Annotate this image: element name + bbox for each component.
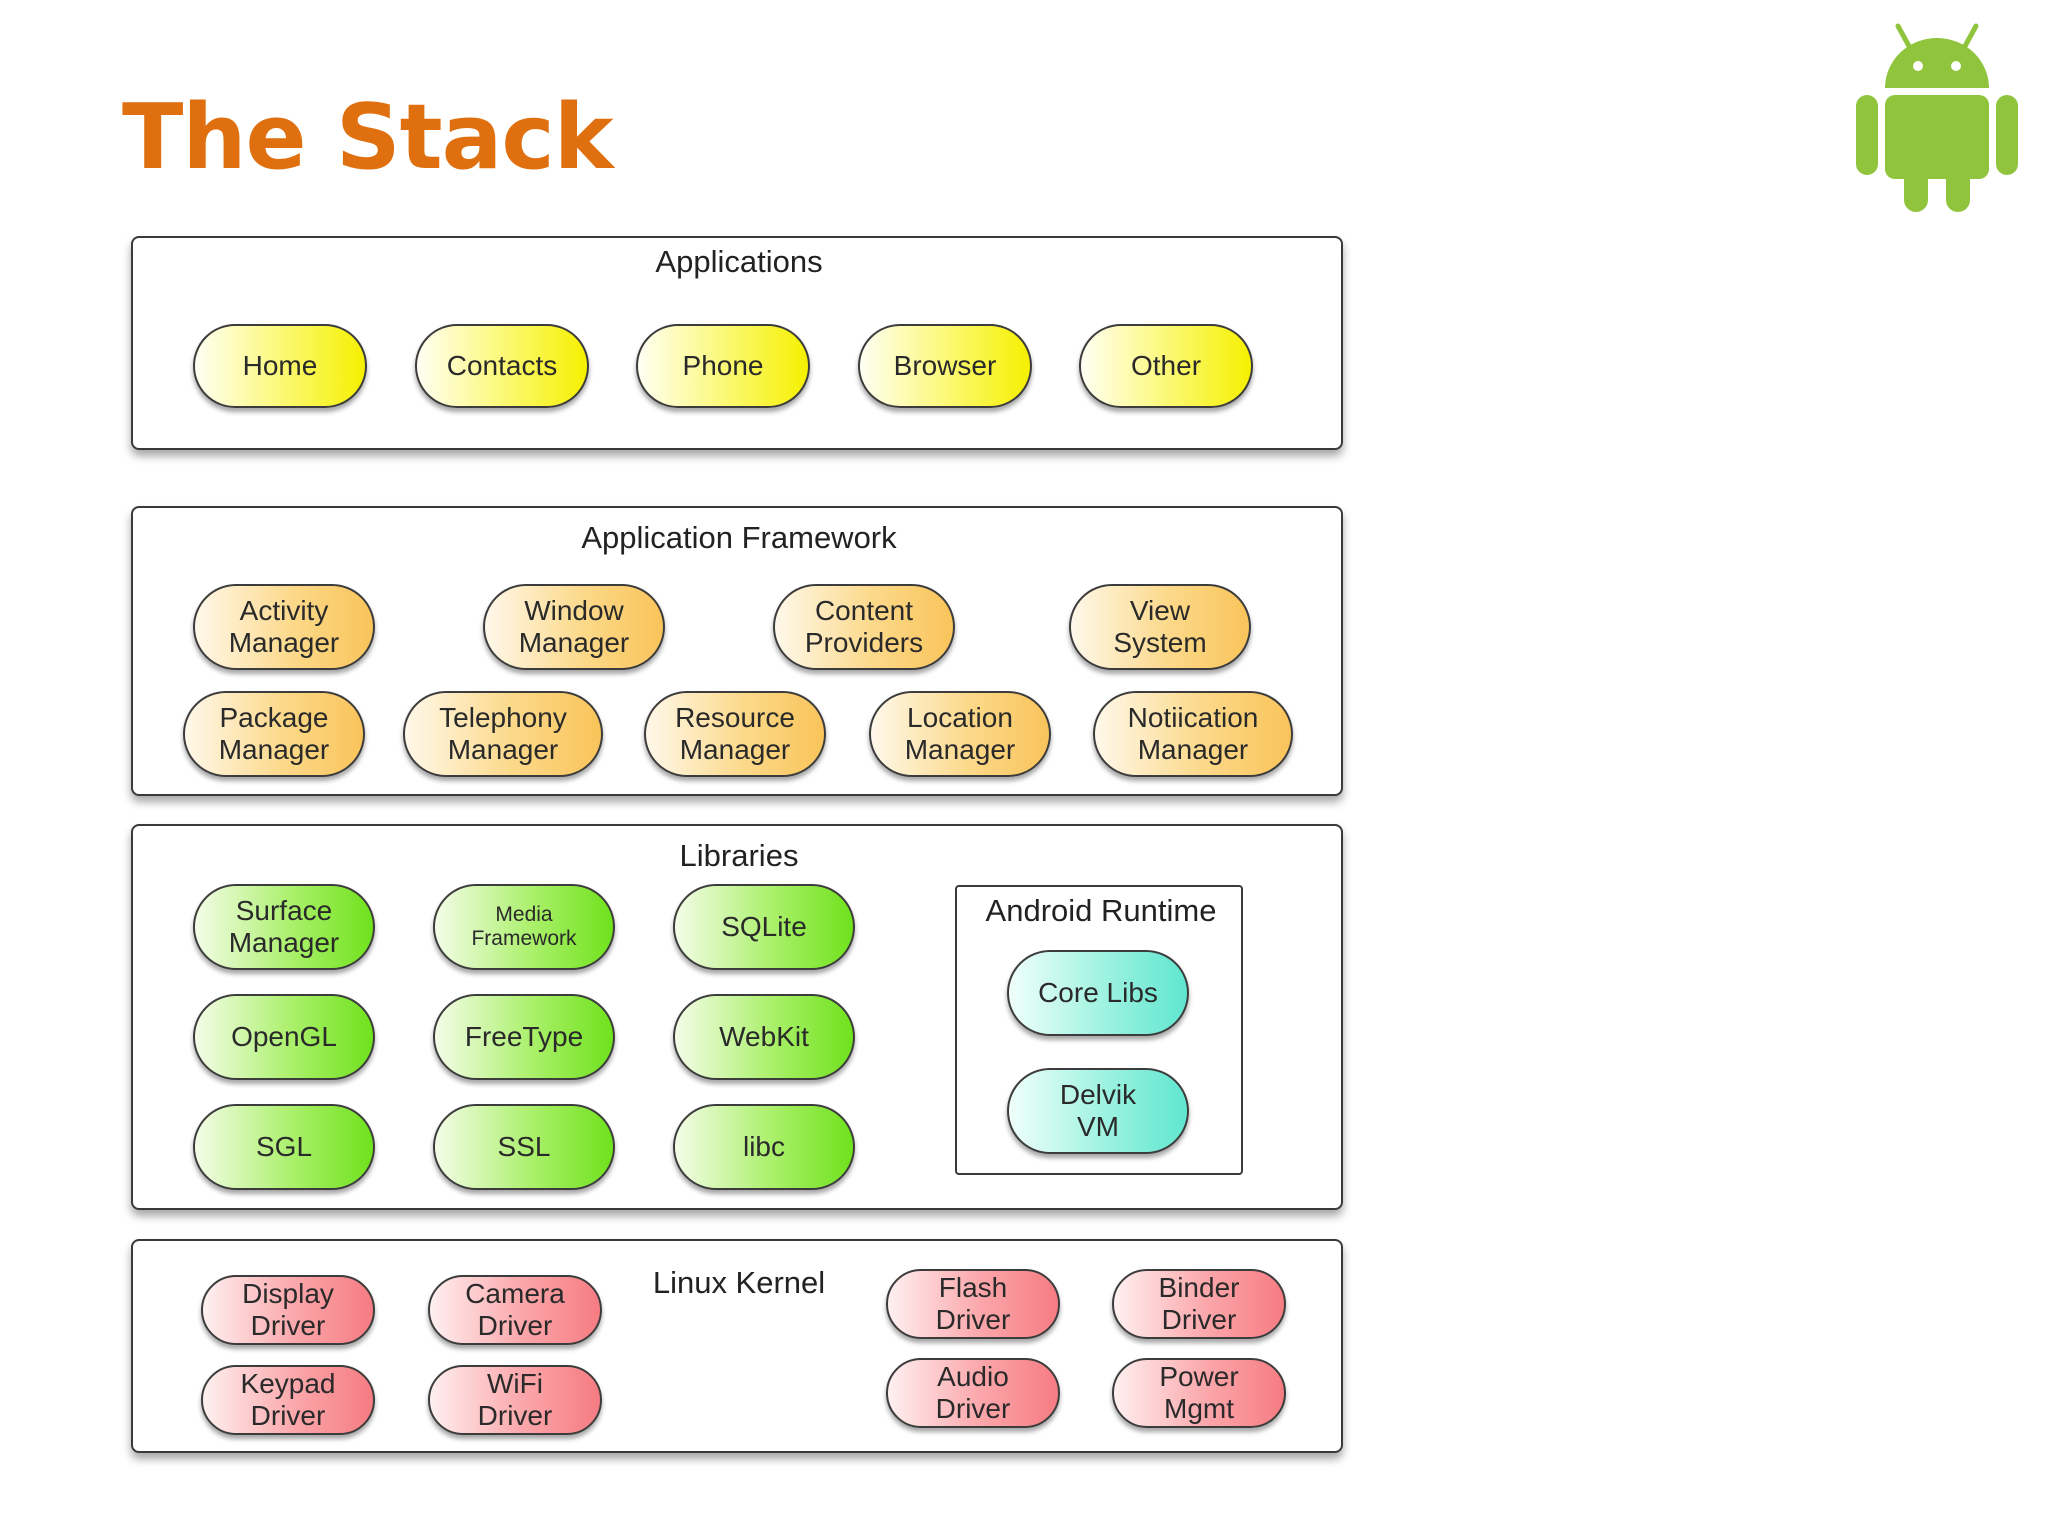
ssl[interactable]: SSL (433, 1104, 615, 1190)
app-other[interactable]: Other (1079, 324, 1253, 408)
android-runtime-label: Android Runtime (985, 893, 1217, 928)
binder-driver[interactable]: Binder Driver (1112, 1269, 1286, 1339)
applications-layer-label: Applications (655, 244, 823, 279)
sgl[interactable]: SGL (193, 1104, 375, 1190)
framework-layer-label: Application Framework (581, 520, 897, 555)
opengl[interactable]: OpenGL (193, 994, 375, 1080)
resource-manager[interactable]: Resource Manager (644, 691, 826, 777)
kernel-layer-label: Linux Kernel (652, 1265, 826, 1300)
kernel-layer: Linux Kernel Display Driver Camera Drive… (131, 1239, 1343, 1453)
keypad-driver[interactable]: Keypad Driver (201, 1365, 375, 1435)
delvik-vm[interactable]: Delvik VM (1007, 1068, 1189, 1154)
applications-layer: Applications Home Contacts Phone Browser… (131, 236, 1343, 450)
display-driver[interactable]: Display Driver (201, 1275, 375, 1345)
surface-manager[interactable]: Surface Manager (193, 884, 375, 970)
freetype[interactable]: FreeType (433, 994, 615, 1080)
wifi-driver[interactable]: WiFi Driver (428, 1365, 602, 1435)
sqlite[interactable]: SQLite (673, 884, 855, 970)
flash-driver[interactable]: Flash Driver (886, 1269, 1060, 1339)
activity-manager[interactable]: Activity Manager (193, 584, 375, 670)
power-mgmt[interactable]: Power Mgmt (1112, 1358, 1286, 1428)
notification-manager[interactable]: Notiication Manager (1093, 691, 1293, 777)
app-browser[interactable]: Browser (858, 324, 1032, 408)
location-manager[interactable]: Location Manager (869, 691, 1051, 777)
camera-driver[interactable]: Camera Driver (428, 1275, 602, 1345)
content-providers[interactable]: Content Providers (773, 584, 955, 670)
core-libs[interactable]: Core Libs (1007, 950, 1189, 1036)
libraries-layer-label: Libraries (679, 838, 799, 873)
libc[interactable]: libc (673, 1104, 855, 1190)
webkit[interactable]: WebKit (673, 994, 855, 1080)
app-home[interactable]: Home (193, 324, 367, 408)
android-runtime-box: Android Runtime Core Libs Delvik VM (955, 885, 1243, 1175)
framework-layer: Application Framework Activity Manager W… (131, 506, 1343, 796)
app-contacts[interactable]: Contacts (415, 324, 589, 408)
package-manager[interactable]: Package Manager (183, 691, 365, 777)
android-robot-icon (1856, 23, 2018, 212)
audio-driver[interactable]: Audio Driver (886, 1358, 1060, 1428)
view-system[interactable]: View System (1069, 584, 1251, 670)
window-manager[interactable]: Window Manager (483, 584, 665, 670)
libraries-layer: Libraries Surface Manager Media Framewor… (131, 824, 1343, 1210)
app-phone[interactable]: Phone (636, 324, 810, 408)
telephony-manager[interactable]: Telephony Manager (403, 691, 603, 777)
slide-title: The Stack (122, 85, 614, 190)
media-framework[interactable]: Media Framework (433, 884, 615, 970)
